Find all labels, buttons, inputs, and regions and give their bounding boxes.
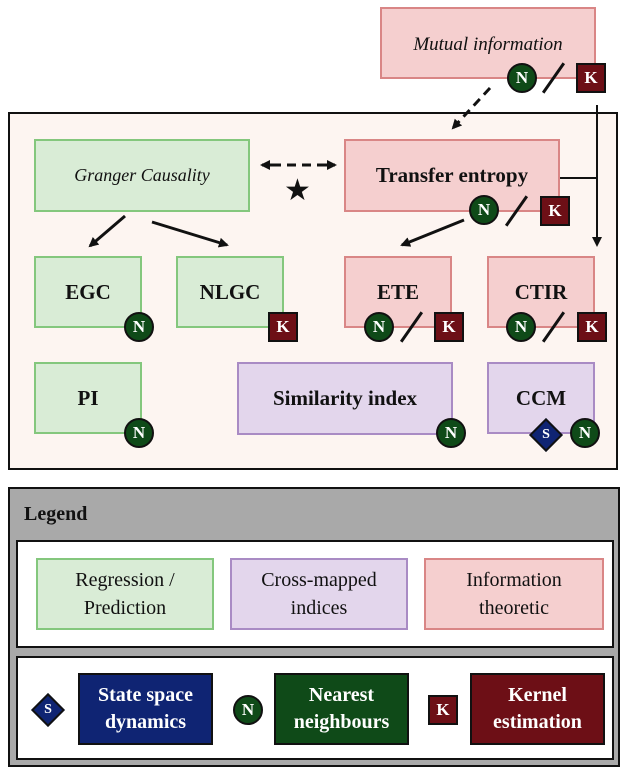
kernel-badge: K bbox=[576, 63, 606, 93]
nearest-neighbours-badge: N bbox=[436, 418, 466, 448]
node-label: NLGC bbox=[199, 279, 261, 304]
arrow-te-to-ete bbox=[400, 218, 465, 247]
arrow-mi-to-te bbox=[451, 86, 492, 130]
kernel-badge: K bbox=[577, 312, 607, 342]
node-label: EGC bbox=[65, 279, 111, 304]
arrow-gc-to-egc bbox=[88, 214, 126, 248]
nearest-neighbours-badge: N bbox=[124, 312, 154, 342]
node-pi: PI bbox=[34, 362, 142, 434]
nearest-neighbours-badge: N bbox=[469, 195, 499, 225]
node-similarity-index: Similarity index bbox=[237, 362, 453, 435]
legend-nearest-neighbours: Nearest neighbours bbox=[274, 673, 409, 745]
legend-regression-prediction: Regression / Prediction bbox=[36, 558, 214, 630]
nearest-neighbours-badge: N bbox=[507, 63, 537, 93]
nearest-neighbours-badge: N bbox=[124, 418, 154, 448]
star-icon: ★ bbox=[284, 173, 311, 208]
node-label: Similarity index bbox=[272, 386, 418, 410]
node-label: PI bbox=[77, 385, 99, 410]
node-transfer-entropy: Transfer entropy bbox=[344, 139, 560, 212]
legend-kernel-estimation: Kernel estimation bbox=[470, 673, 605, 745]
node-label: CTIR bbox=[514, 279, 568, 304]
legend-information-theoretic: Information theoretic bbox=[424, 558, 604, 630]
node-egc: EGC bbox=[34, 256, 142, 328]
node-nlgc: NLGC bbox=[176, 256, 284, 328]
legend-state-space-dynamics: State space dynamics bbox=[78, 673, 213, 745]
kernel-badge: K bbox=[540, 196, 570, 226]
kernel-badge: K bbox=[268, 312, 298, 342]
node-label: Transfer entropy bbox=[375, 163, 529, 187]
node-label: Mutual information bbox=[413, 34, 563, 55]
legend-title: Legend bbox=[24, 503, 88, 525]
nearest-neighbours-badge: N bbox=[506, 312, 536, 342]
kernel-badge: K bbox=[434, 312, 464, 342]
node-granger-causality: Granger Causality bbox=[34, 139, 250, 212]
kernel-badge: K bbox=[428, 695, 458, 725]
nearest-neighbours-badge: N bbox=[233, 695, 263, 725]
node-label: ETE bbox=[376, 279, 420, 304]
nearest-neighbours-badge: N bbox=[364, 312, 394, 342]
node-label: CCM bbox=[515, 385, 567, 410]
arrow-gc-to-nlgc bbox=[151, 220, 229, 248]
node-label: Granger Causality bbox=[74, 165, 210, 185]
legend-cross-mapped-indices: Cross-mapped indices bbox=[230, 558, 408, 630]
nearest-neighbours-badge: N bbox=[570, 418, 600, 448]
node-mutual-information: Mutual information bbox=[380, 7, 596, 79]
